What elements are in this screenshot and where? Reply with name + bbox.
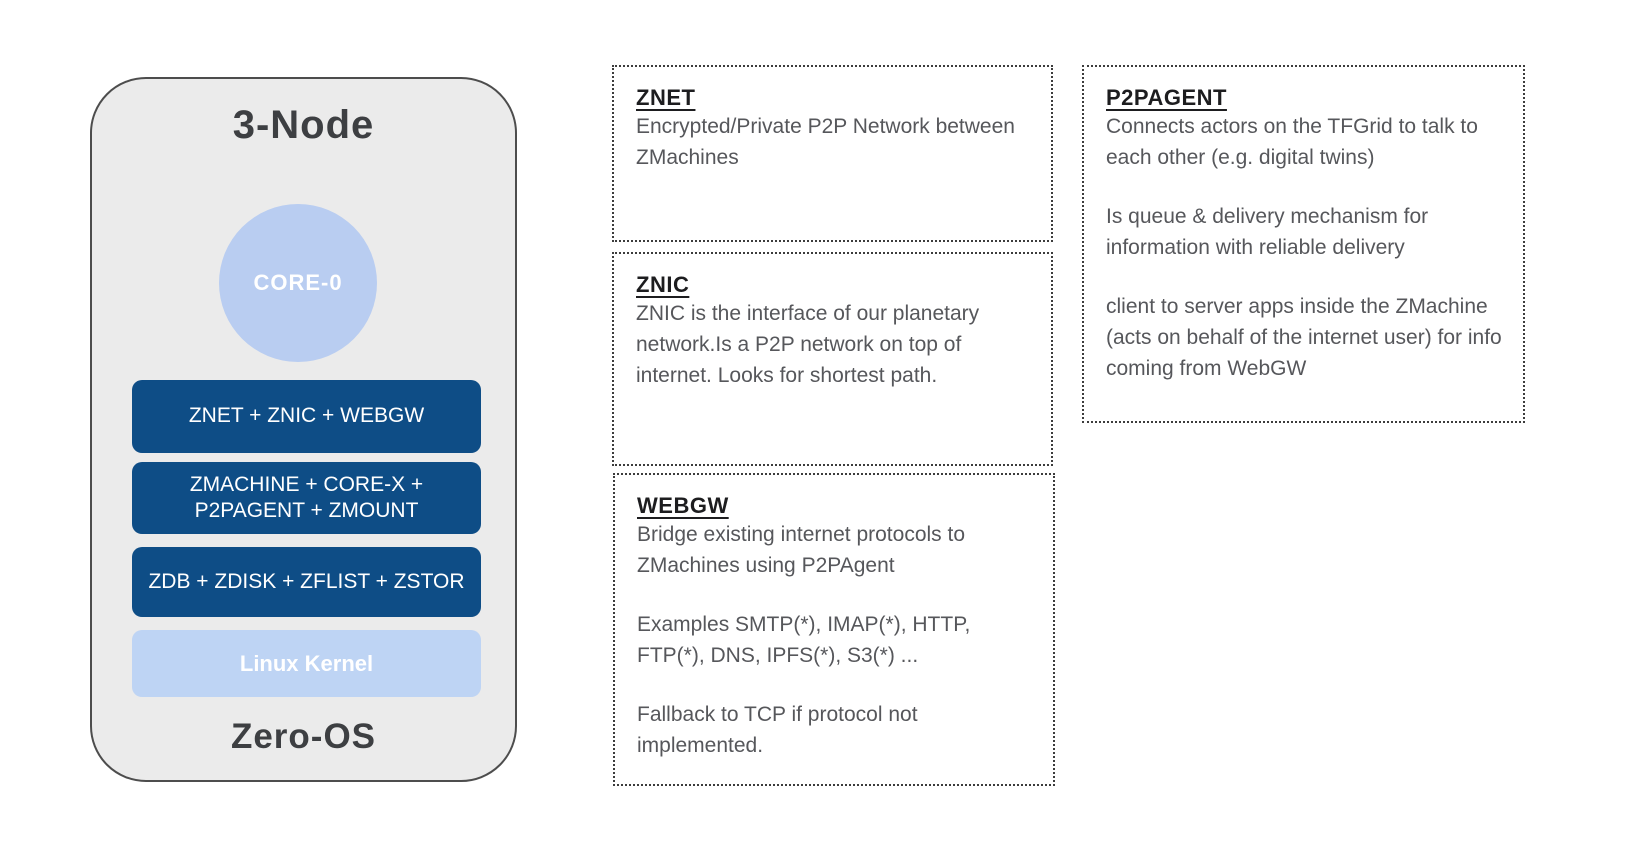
stack-box-network: ZNET + ZNIC + WEBGW	[132, 380, 481, 453]
core0-label: CORE-0	[253, 270, 343, 295]
stack-box-storage: ZDB + ZDISK + ZFLIST + ZSTOR	[132, 547, 481, 617]
note-p2pagent-title: P2PAGENT	[1106, 85, 1227, 110]
note-webgw-paragraph-fallback: Fallback to TCP if protocol not implemen…	[637, 703, 918, 757]
three-node-container: 3-Node CORE-0 ZNET + ZNIC + WEBGW ZMACHI…	[90, 77, 517, 782]
note-znet-paragraph: Encrypted/Private P2P Network between ZM…	[636, 115, 1015, 169]
note-p2pagent: P2PAGENT Connects actors on the TFGrid t…	[1082, 65, 1525, 423]
stack-box-linux-kernel: Linux Kernel	[132, 630, 481, 697]
note-znic-title: ZNIC	[636, 272, 690, 297]
node-title: 3-Node	[232, 103, 375, 147]
note-p2pagent-paragraph-client: client to server apps inside the ZMachin…	[1106, 295, 1502, 380]
note-znic: ZNIC ZNIC is the interface of our planet…	[612, 252, 1053, 466]
stack-box-compute: ZMACHINE + CORE-X + P2PAGENT + ZMOUNT	[132, 462, 481, 534]
stack-box-network-label: ZNET + ZNIC + WEBGW	[188, 404, 425, 428]
note-znet-title: ZNET	[636, 85, 696, 110]
stack-box-compute-label: ZMACHINE + CORE-X + P2PAGENT + ZMOUNT	[189, 472, 424, 522]
note-znic-paragraph: ZNIC is the interface of our planetary n…	[636, 302, 980, 387]
note-p2pagent-paragraph-queue: Is queue & delivery mechanism for inform…	[1106, 205, 1429, 259]
note-webgw: WEBGW Bridge existing internet protocols…	[613, 473, 1055, 786]
core0-circle: CORE-0	[219, 204, 377, 362]
note-znet: ZNET Encrypted/Private P2P Network betwe…	[612, 65, 1053, 242]
note-p2pagent-paragraph-connects: Connects actors on the TFGrid to talk to…	[1106, 115, 1478, 169]
note-webgw-title: WEBGW	[637, 493, 729, 518]
stack-box-storage-label: ZDB + ZDISK + ZFLIST + ZSTOR	[148, 569, 465, 593]
zero-os-label: Zero-OS	[230, 717, 377, 756]
note-webgw-paragraph-examples: Examples SMTP(*), IMAP(*), HTTP, FTP(*),…	[637, 613, 971, 667]
note-webgw-paragraph-bridge: Bridge existing internet protocols to ZM…	[637, 523, 966, 577]
stack-box-linux-kernel-label: Linux Kernel	[239, 650, 374, 676]
